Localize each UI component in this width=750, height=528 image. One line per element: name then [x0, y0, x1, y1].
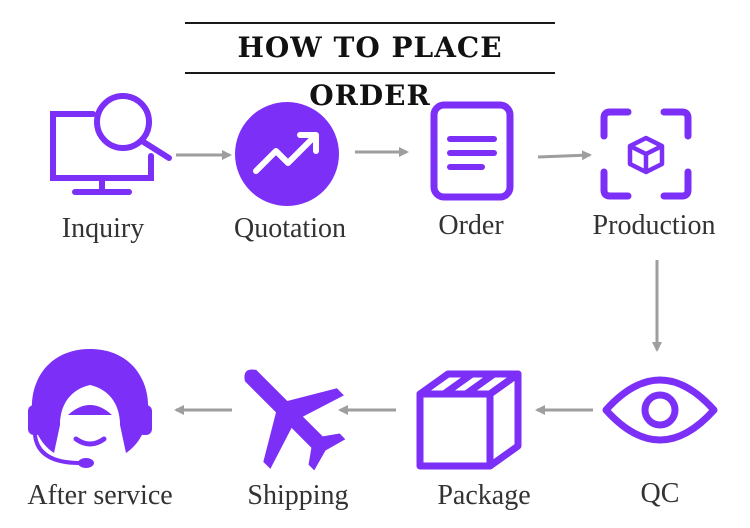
headset-agent-icon: [28, 349, 152, 468]
step-shipping: [236, 362, 350, 479]
box-icon: [416, 370, 522, 470]
eye-icon: [602, 376, 718, 444]
monitor-search-icon: [50, 93, 172, 195]
arrow-order-production: [537, 150, 592, 161]
step-inquiry: [45, 90, 180, 205]
step-package: [414, 368, 524, 475]
step-label-production: Production: [592, 210, 716, 241]
step-quotation: [234, 101, 340, 212]
cube-frame-icon: [600, 108, 692, 200]
step-label-shipping: Shipping: [247, 480, 349, 511]
step-production: [600, 108, 692, 205]
step-label-order: Order: [438, 210, 504, 241]
step-order: [430, 101, 514, 206]
page-title: HOW TO PLACE ORDER: [237, 31, 503, 112]
step-label-qc: QC: [640, 478, 680, 509]
trending-up-icon: [235, 102, 339, 206]
step-after-service: [20, 345, 160, 482]
step-label-inquiry: Inquiry: [61, 213, 145, 244]
step-label-quotation: Quotation: [234, 213, 346, 244]
airplane-icon: [244, 369, 346, 471]
document-icon: [430, 101, 514, 201]
step-label-after-service: After service: [27, 480, 173, 511]
step-label-package: Package: [437, 480, 531, 511]
step-qc: [600, 370, 720, 455]
title-banner: HOW TO PLACE ORDER: [185, 22, 555, 112]
